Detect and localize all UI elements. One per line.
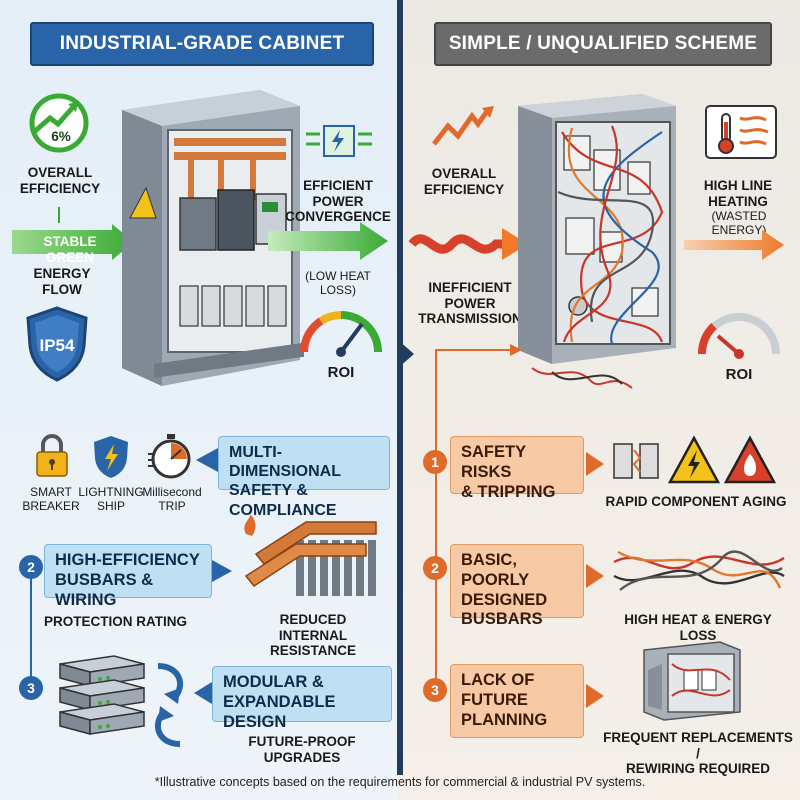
left-item-safety-card: MULTI-DIMENSIONAL SAFETY & COMPLIANCE	[218, 436, 390, 519]
refresh-arrows-icon	[154, 663, 184, 747]
right-item-busbars-card: BASIC, POORLY DESIGNED BUSBARS	[450, 544, 584, 628]
left-item-modular-card: MODULAR & EXPANDABLE DESIGN	[212, 666, 392, 731]
roi-gauge-low-icon	[698, 313, 780, 359]
left-timeline-line	[30, 566, 32, 688]
orange-connector-line	[435, 344, 522, 690]
green-output-arrow-icon	[268, 222, 388, 260]
icon-label-smart-breaker: SMART BREAKER	[22, 485, 80, 513]
stopwatch-icon	[148, 434, 191, 479]
right-item-planning-card: LACK OF FUTURE PLANNING	[450, 664, 584, 738]
frequent-replacements-label: FREQUENT REPLACEMENTS / REWIRING REQUIRE…	[603, 730, 793, 777]
efficient-power-label: EFFICIENT POWER CONVERGENCE	[285, 178, 391, 225]
left-banner-title: INDUSTRIAL-GRADE CABINET	[59, 33, 345, 54]
panel-divider	[397, 0, 403, 775]
inefficient-transmission-label: INEFFICIENT POWER TRANSMISSION	[418, 280, 522, 327]
green-flow-arrow-icon	[12, 224, 134, 260]
fire-warning-icon	[723, 435, 777, 484]
icon-label-millisecond: Millisecond TRIP	[142, 485, 202, 513]
efficiency-connector	[58, 207, 60, 223]
right-item-2-number: 2	[423, 556, 447, 580]
right-item-1-number: 1	[423, 450, 447, 474]
ip-shield-icon	[26, 306, 88, 382]
efficiency-up-icon	[29, 93, 89, 153]
footnote: *Illustrative concepts based on the requ…	[154, 775, 646, 789]
efficiency-erratic-icon	[432, 106, 494, 146]
smart-breaker-lock-icon	[36, 434, 68, 477]
right-banner-title: SIMPLE / UNQUALIFIED SCHEME	[448, 33, 758, 54]
energy-flow-label: ENERGY FLOW	[33, 266, 91, 297]
reduced-resistance-label: REDUCED INTERNAL RESISTANCE	[269, 612, 356, 659]
right-item-3-number: 3	[423, 678, 447, 702]
high-heat-loss-label: HIGH HEAT & ENERGY LOSS	[624, 612, 772, 643]
left-item-2-number: 2	[19, 555, 43, 579]
orange-right-arrow-icon	[586, 452, 604, 476]
small-cabinet-icon	[643, 641, 741, 721]
warning-lightning-icon	[667, 435, 721, 484]
tangled-wires-icon	[613, 550, 785, 591]
busbar-heatsink-icon	[244, 514, 377, 596]
power-convergence-icon	[306, 125, 372, 157]
roi-gauge-high-icon	[300, 311, 382, 357]
unqualified-cabinet-icon	[518, 94, 676, 389]
broken-breaker-icon	[613, 443, 659, 479]
blue-left-arrow-2-icon	[194, 682, 212, 704]
orange-right-arrow-3-icon	[586, 684, 604, 708]
right-item-safety-card: SAFETY RISKS & TRIPPING	[450, 436, 584, 501]
left-roi-label: ROI	[327, 364, 355, 381]
left-item-3-number: 3	[19, 676, 43, 700]
divider-arrow-icon	[398, 340, 414, 368]
icon-label-lightning: LIGHTNING SHIP	[78, 485, 144, 513]
right-banner: SIMPLE / UNQUALIFIED SCHEME	[434, 22, 772, 66]
left-item-busbars-card: HIGH-EFFICIENCY BUSBARS & WIRING	[44, 544, 212, 609]
left-overall-efficiency: OVERALL EFFICIENCY	[19, 165, 101, 196]
orange-right-arrow-2-icon	[586, 564, 604, 588]
ip-rating: IP54	[39, 336, 75, 355]
wasted-energy-label: (WASTED ENERGY)	[711, 209, 767, 237]
protection-rating-label: PROTECTION RATING	[44, 614, 187, 629]
rapid-aging-label: RAPID COMPONENT AGING	[605, 494, 787, 509]
lightning-shield-icon	[94, 436, 128, 478]
future-proof-label: FUTURE-PROOF UPGRADES	[248, 734, 356, 765]
blue-left-arrow-icon	[196, 448, 218, 472]
high-heat-thermometer-icon	[705, 105, 777, 159]
orange-output-arrow-icon	[684, 230, 784, 260]
low-heat-label: (LOW HEAT LOSS)	[305, 269, 371, 297]
modular-stack-icon	[59, 655, 145, 735]
efficiency-badge: 6%	[51, 129, 71, 144]
left-banner: INDUSTRIAL-GRADE CABINET	[30, 22, 374, 66]
wavy-red-arrow-icon	[408, 228, 528, 260]
high-line-heating-label: HIGH LINE HEATING	[703, 178, 773, 209]
stable-green-label: STABLE GREEN	[43, 234, 97, 265]
right-overall-efficiency: OVERALL EFFICIENCY	[423, 166, 505, 197]
blue-right-arrow-icon	[212, 560, 232, 582]
right-roi-label: ROI	[725, 366, 753, 383]
